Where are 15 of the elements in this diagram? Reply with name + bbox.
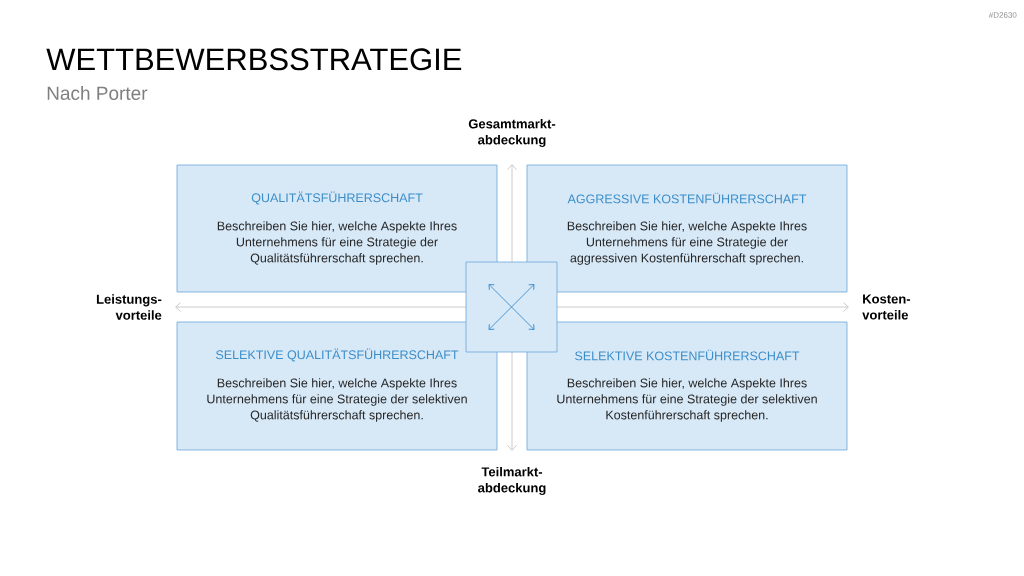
title: WETTBEWERBSSTRATEGIE (46, 48, 462, 71)
subtitle: Nach Porter (47, 86, 148, 100)
box-heading: QUALITÄTSFÜHRERSCHAFT (251, 191, 423, 205)
box-text: Beschreiben Sie hier, welche Aspekte Ihres Unternehmens für eine Strategie der Qualitätsführerschaft sprechen. (217, 221, 457, 265)
box-text: Beschreiben Sie hier, welche Aspekte Ihres Unternehmens für eine Strategie der selektiven Kostenführerschaft sprechen. (557, 378, 817, 422)
box-heading: AGGRESSIVE KOSTENFÜHRERSCHAFT (567, 192, 807, 204)
box-heading: SELEKTIVE KOSTENFÜHRERSCHAFT (575, 349, 800, 361)
box-heading: SELEKTIVE QUALITÄTSFÜHRERSCHAFT (216, 348, 459, 362)
axis-label: Teilmarkt- abdeckung (478, 466, 546, 496)
box-text: Beschreiben Sie hier, welche Aspekte Ihres Unternehmens für eine Strategie der aggressiven Kostenführerschaft sprechen. (567, 221, 807, 265)
axis-label: Kosten- vorteile (862, 294, 911, 320)
box-text: Beschreiben Sie hier, welche Aspekte Ihres Unternehmens für eine Strategie der selektiven Qualitätsführerschaft sprechen. (207, 378, 467, 422)
axis-label: Gesamtmarkt- abdeckung (468, 118, 556, 148)
code-label: #D2630 (988, 12, 1017, 18)
axis-label: Leistungs- vorteile (96, 294, 162, 320)
